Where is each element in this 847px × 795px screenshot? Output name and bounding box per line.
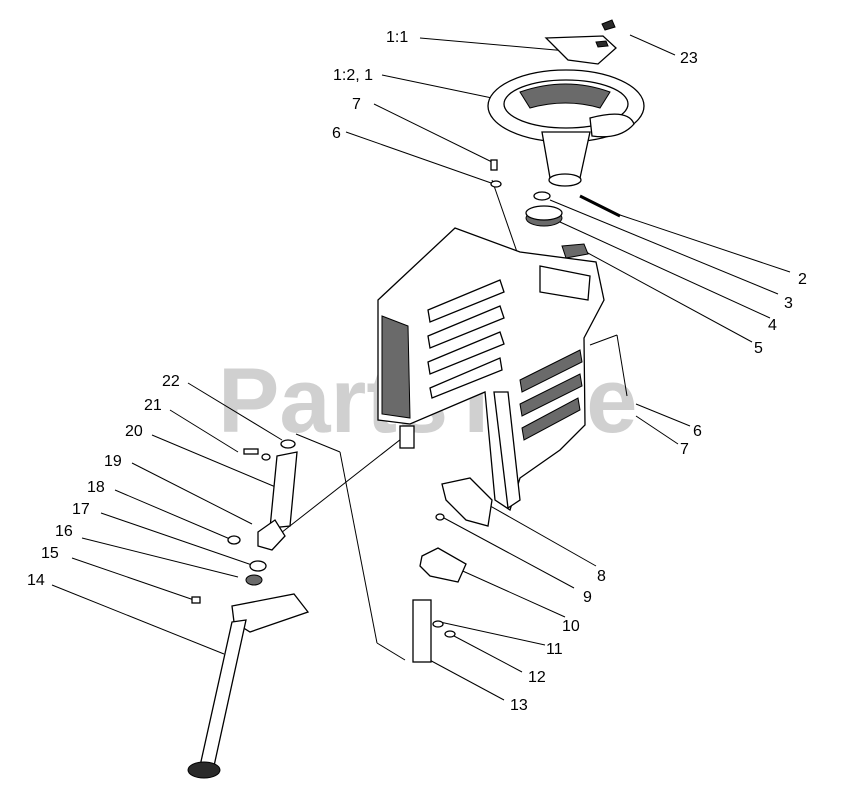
callout-7: 7	[352, 96, 361, 113]
shaft-guide	[419, 547, 467, 583]
cap-screw	[601, 19, 616, 31]
dash-housing	[377, 227, 605, 512]
callout-4: 4	[768, 317, 777, 334]
lower-washers	[432, 620, 456, 638]
callout-21: 21	[144, 397, 162, 414]
callout-12: 12	[528, 669, 546, 686]
callout-10: 10	[562, 618, 580, 635]
callout-1-1: 1:1	[386, 29, 408, 46]
leader-lines	[51, 34, 791, 701]
retainer-clip	[561, 243, 589, 259]
callout-3: 3	[784, 295, 793, 312]
callout-11: 11	[546, 641, 563, 658]
callout-2: 2	[798, 271, 807, 288]
callout-22: 22	[162, 373, 180, 390]
callout-13: 13	[510, 697, 528, 714]
callout-17: 17	[72, 501, 90, 518]
steering-shaft-assembly	[187, 439, 310, 779]
roll-pin	[579, 194, 621, 218]
callout-6-right: 6	[693, 423, 702, 440]
steering-bushing	[525, 205, 563, 227]
callout-labels: 1:1 23 1:2, 1 7 6 2 3 4 5 6 7 22 21 20 1…	[27, 29, 807, 714]
callout-15: 15	[41, 545, 59, 562]
callout-9: 9	[583, 589, 592, 606]
callout-7-right: 7	[680, 441, 689, 458]
callout-23: 23	[680, 50, 698, 67]
callout-6: 6	[332, 125, 341, 142]
callout-20: 20	[125, 423, 143, 440]
top-screw	[490, 159, 502, 188]
callout-19: 19	[104, 453, 122, 470]
steering-wheel	[487, 69, 645, 187]
mount-bracket	[441, 477, 493, 527]
callout-1-2-1: 1:2, 1	[333, 67, 373, 84]
callout-8: 8	[597, 568, 606, 585]
callout-14: 14	[27, 572, 45, 589]
washer	[533, 191, 551, 201]
steering-wheel-cap	[544, 35, 617, 65]
bracket-screw	[435, 513, 445, 521]
lower-shaft	[412, 599, 432, 663]
callout-18: 18	[87, 479, 105, 496]
callout-5: 5	[754, 340, 763, 357]
callout-16: 16	[55, 523, 73, 540]
